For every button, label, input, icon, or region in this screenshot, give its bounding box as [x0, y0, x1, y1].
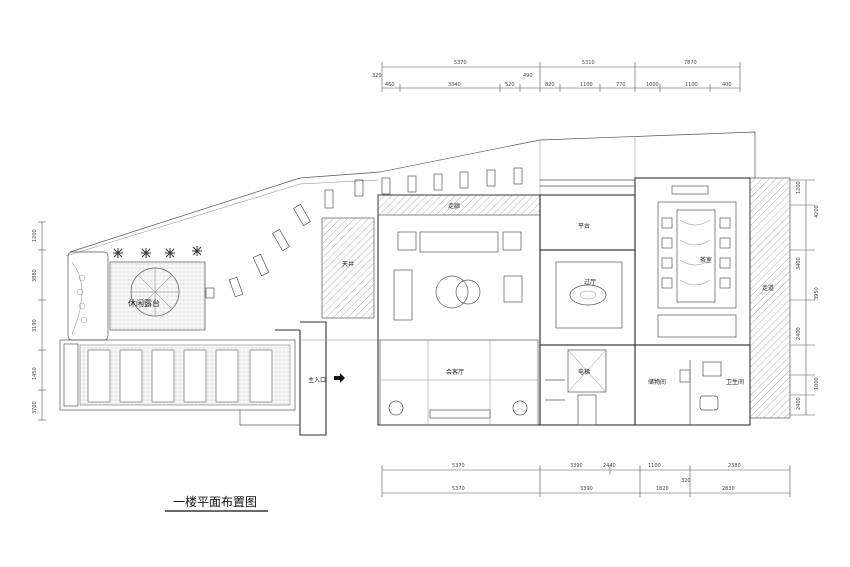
dim-top-1-sub-b: 490	[523, 73, 533, 79]
dim-right-d: 3950	[814, 287, 820, 300]
arrow-right-icon	[334, 373, 345, 383]
page-title: 一楼平面布置图	[173, 494, 257, 509]
dim-top-2-g: 1000	[646, 82, 659, 88]
dimensions-bottom: 5370 3390 2440 1100 2380 320 5370 3390 1…	[381, 463, 791, 497]
paving-strip	[59, 339, 300, 426]
room-label-entrance: 主入口	[308, 376, 326, 384]
sofa-icon	[393, 269, 413, 321]
dim-bottom-1-c: 2440	[603, 463, 616, 469]
side-table-icon	[502, 231, 522, 251]
room-label-elevator: 电梯	[578, 368, 590, 376]
sofa-icon	[419, 231, 499, 253]
room-label-leisure-deck: 休闲露台	[128, 298, 160, 308]
side-table-icon	[397, 231, 417, 251]
room-label-storage: 储物间	[648, 378, 666, 386]
dim-right-f: 1000	[814, 377, 820, 390]
dim-bottom-1-sub: 320	[681, 478, 691, 484]
dimensions-top: 5370 5310 7870 320 490 460 3340 520 820 …	[372, 60, 741, 92]
dim-top-2-h: 1100	[685, 82, 698, 88]
chair-icon	[388, 400, 404, 416]
dim-top-2-f: 770	[616, 82, 626, 88]
dim-left-b: 3880	[32, 269, 38, 282]
dim-bottom-2-d: 2830	[722, 486, 735, 492]
main-hall-furniture: 会客厅	[379, 231, 539, 426]
plant-icons	[113, 246, 202, 258]
chair-icon	[512, 400, 528, 416]
room-label-platform: 平台	[578, 222, 590, 230]
dim-right-b: 4200	[814, 205, 820, 218]
dim-bottom-1-a: 5370	[452, 463, 465, 469]
dim-right-e: 2400	[796, 327, 802, 340]
room-label-lobby: 过厅	[584, 278, 596, 286]
dim-right-c: 3400	[796, 257, 802, 270]
dim-top-1-b: 5310	[582, 60, 595, 66]
room-label-tea-room: 茶室	[700, 256, 712, 264]
dim-bottom-2-c: 1820	[656, 486, 669, 492]
drawing-title: 一楼平面布置图	[165, 494, 268, 512]
room-label-side-corridor: 走道	[762, 284, 774, 292]
dim-top-2-b: 3340	[448, 82, 461, 88]
room-label-courtyard: 天井	[342, 260, 354, 268]
coffee-table-icon	[435, 275, 469, 309]
room-label-main-hall: 会客厅	[446, 368, 464, 376]
dimensions-left: 1200 3880 3190 1450 3700	[32, 221, 46, 421]
room-label-corridor: 走廊	[448, 202, 460, 210]
dim-top-2-d: 820	[545, 82, 555, 88]
elevator-icon	[567, 349, 607, 393]
dim-top-1-a: 5370	[454, 60, 467, 66]
dim-bottom-1-e: 2380	[728, 463, 741, 469]
dim-top-2-c: 520	[505, 82, 515, 88]
armchair-icon	[503, 275, 523, 303]
dim-left-c: 3190	[32, 319, 38, 332]
dim-top-1-sub-a: 320	[372, 73, 382, 79]
service-rooms: 电梯 储物间 卫生间	[545, 349, 744, 426]
room-label-bathroom: 卫生间	[726, 378, 744, 386]
stepping-stones	[228, 167, 523, 298]
dim-top-2-i: 400	[722, 82, 732, 88]
dim-top-1-c: 7870	[684, 60, 697, 66]
dim-bottom-1-d: 1100	[648, 463, 661, 469]
dim-bottom-2-a: 5370	[452, 486, 465, 492]
dim-left-e: 3700	[32, 401, 38, 414]
dim-bottom-2-b: 3390	[580, 486, 593, 492]
tea-room: 茶室	[657, 185, 737, 338]
dim-bottom-1-b: 3390	[570, 463, 583, 469]
dim-top-2-a: 460	[385, 82, 395, 88]
tea-table-icon	[676, 209, 716, 303]
garden-boundary	[65, 131, 756, 257]
leisure-deck: 休闲露台	[67, 246, 215, 341]
platform-lobby: 平台 过厅	[555, 222, 623, 329]
dimensions-right: 1200 4200 3400 3950 2400 1000 2400	[790, 179, 820, 416]
courtyard: 天井	[321, 217, 375, 319]
dim-right-a: 1200	[796, 181, 802, 194]
dim-top-2-e: 1100	[580, 82, 593, 88]
toilet-icon	[699, 395, 719, 411]
dim-right-g: 2400	[796, 397, 802, 410]
building-walls: 走廊 走道	[377, 177, 791, 426]
dim-left-d: 1450	[32, 367, 38, 380]
entrance-area: 主入口	[275, 321, 380, 436]
dim-left-a: 1200	[32, 229, 38, 242]
